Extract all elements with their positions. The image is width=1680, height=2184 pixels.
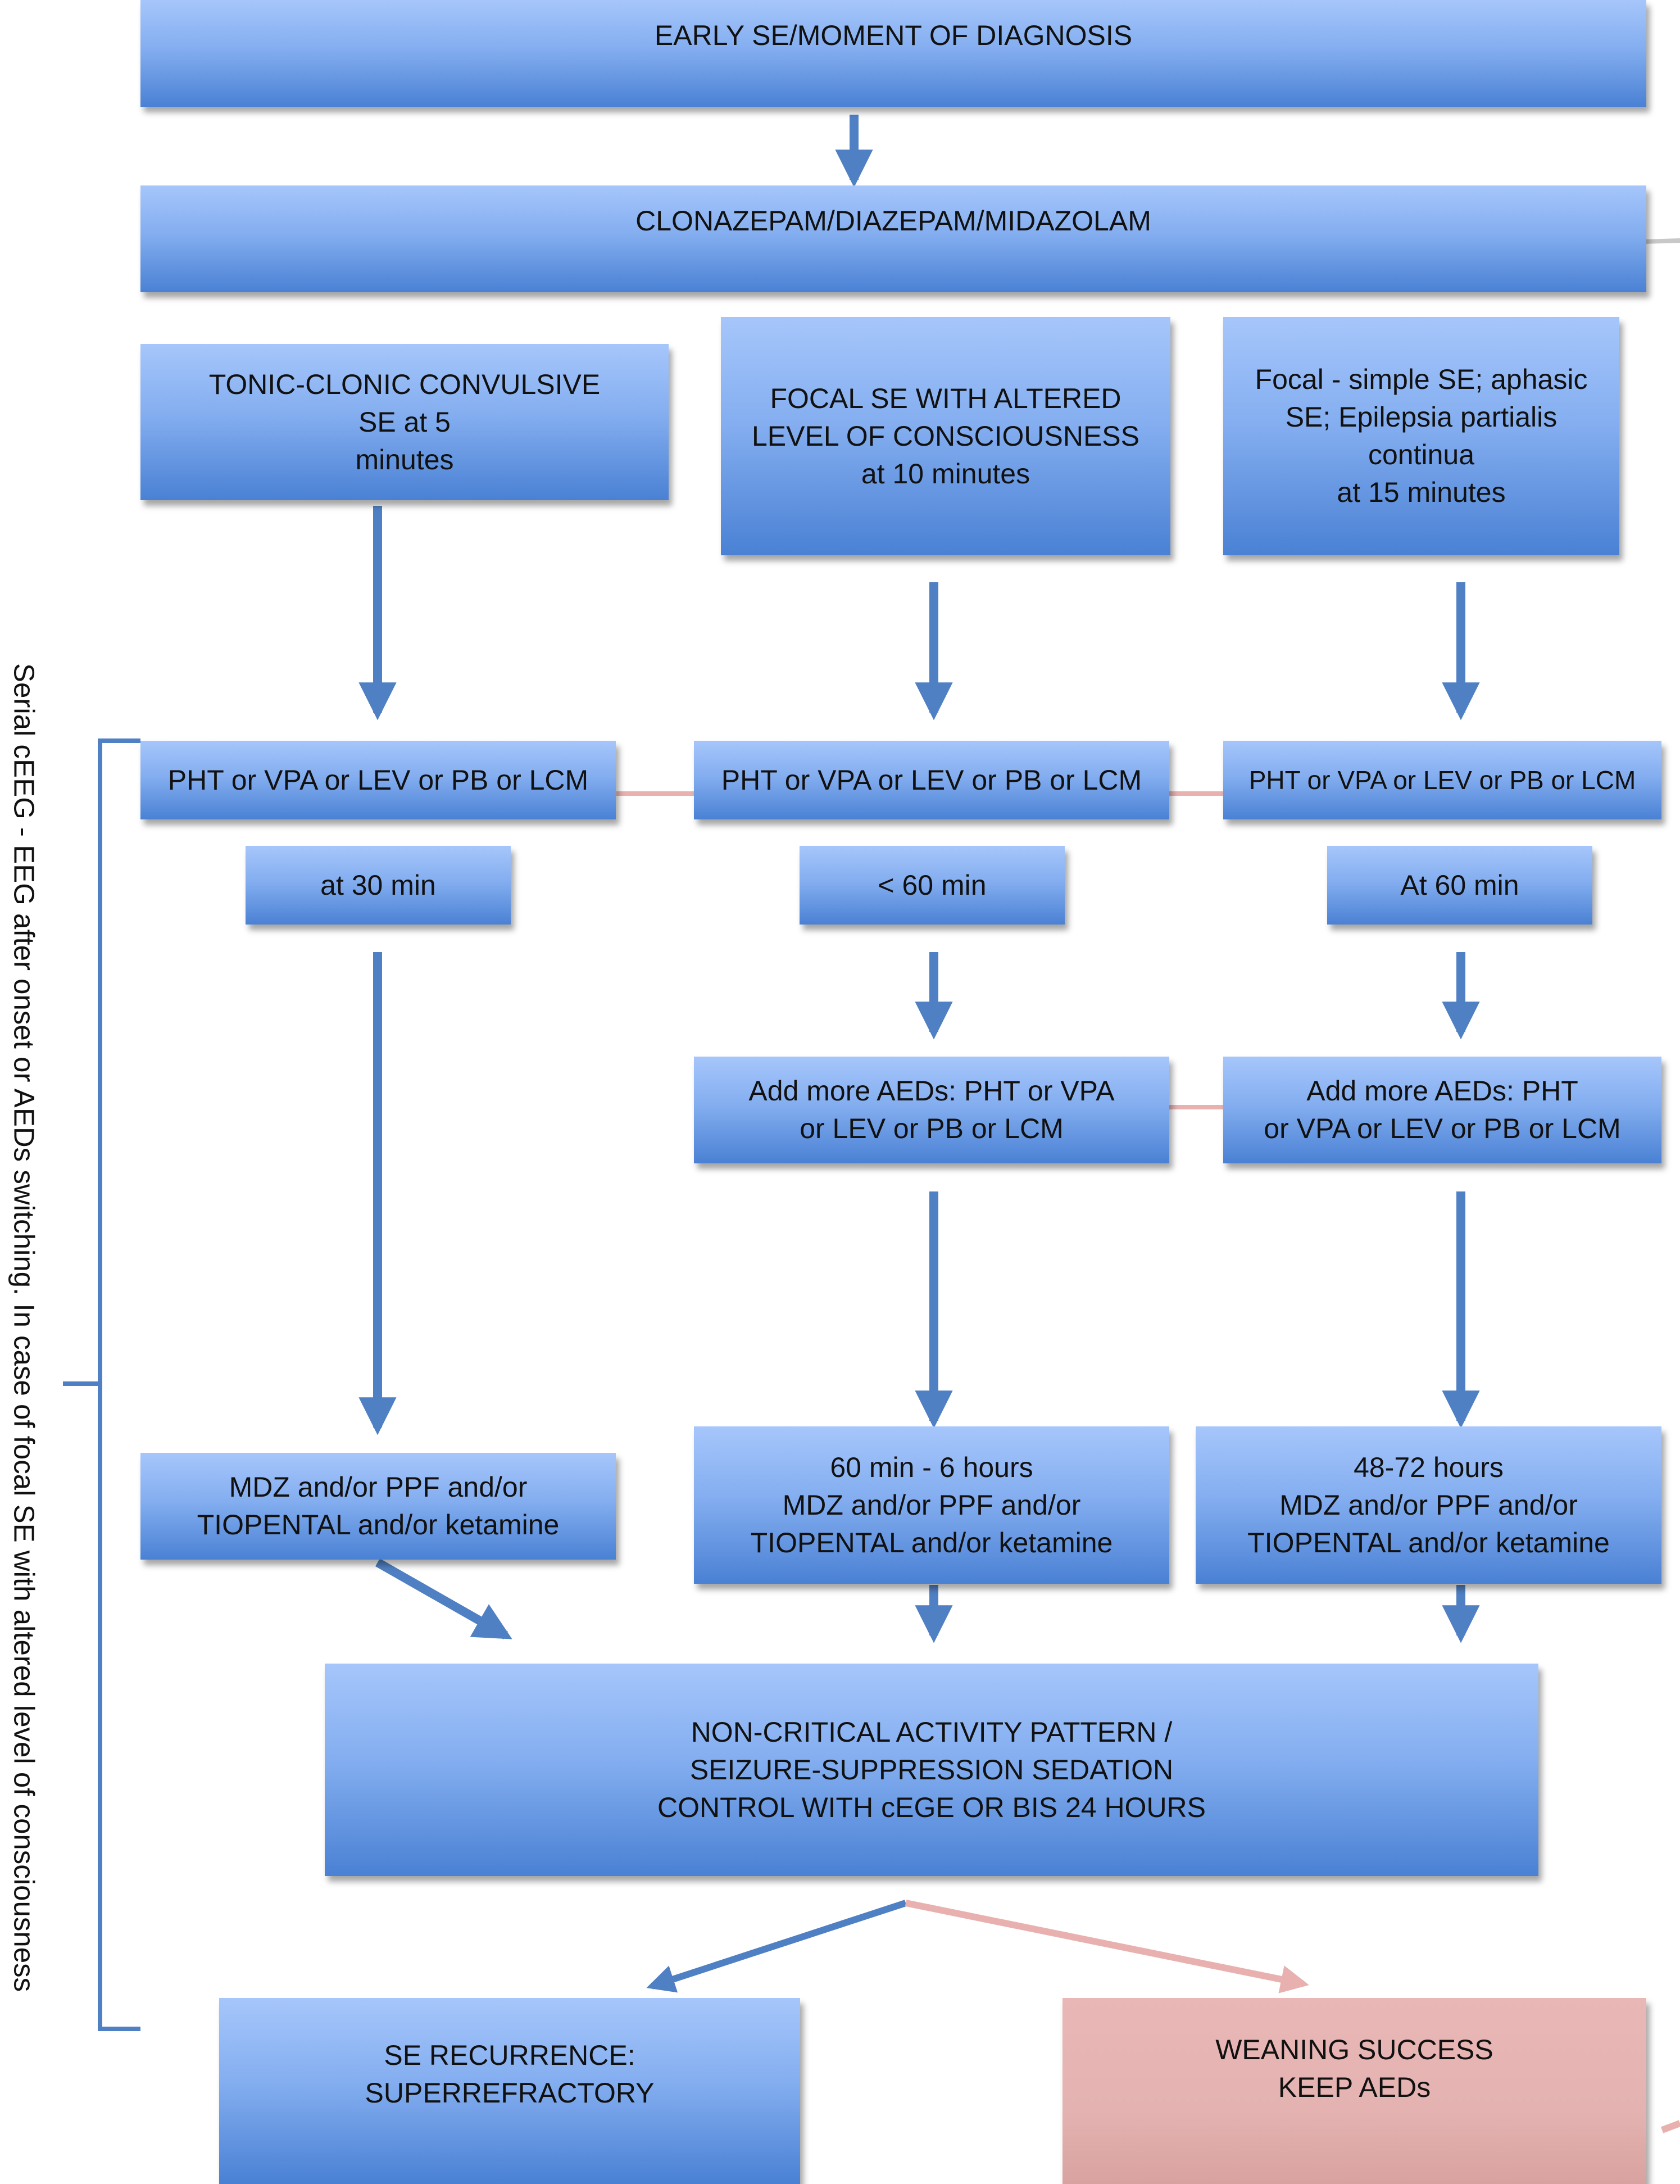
non-critical-box: NON-CRITICAL ACTIVITY PATTERN / SEIZURE-…: [325, 1664, 1538, 1876]
add-aeds-right-box: Add more AEDs: PHT or VPA or LEV or PB o…: [1223, 1057, 1661, 1163]
pink-stub-right-top: [1643, 238, 1680, 244]
focal-simple-box: Focal - simple SE; aphasic SE; Epilepsia…: [1223, 317, 1619, 555]
tonic-clonic-box: TONIC-CLONIC CONVULSIVE SE at 5 minutes: [140, 344, 669, 500]
anesthesia-middle-box: 60 min - 6 hours MDZ and/or PPF and/or T…: [694, 1426, 1169, 1584]
monitoring-note: Serial cEEG - EEG after onset or AEDs sw…: [8, 663, 40, 1992]
arrow-noncritical-to-recurrence: [646, 1900, 907, 1993]
arrow-noncritical-to-weaning: [905, 1900, 1309, 1993]
early-se-box: EARLY SE/MOMENT OF DIAGNOSIS: [140, 0, 1646, 107]
add-aeds-middle-box: Add more AEDs: PHT or VPA or LEV or PB o…: [694, 1057, 1169, 1163]
benzodiazepines-box: CLONAZEPAM/DIAZEPAM/MIDAZOLAM: [140, 185, 1646, 292]
recurrence-box: SE RECURRENCE: SUPERREFRACTORY: [219, 1998, 800, 2184]
time-30min-box: at 30 min: [246, 846, 511, 925]
anesthesia-left-box: MDZ and/or PPF and/or TIOPENTAL and/or k…: [140, 1453, 616, 1560]
aed-middle-box: PHT or VPA or LEV or PB or LCM: [694, 741, 1169, 819]
anesthesia-right-box: 48-72 hours MDZ and/or PPF and/or TIOPEN…: [1196, 1426, 1661, 1584]
aed-left-box: PHT or VPA or LEV or PB or LCM: [140, 741, 616, 819]
aed-right-box: PHT or VPA or LEV or PB or LCM: [1223, 741, 1661, 819]
weaning-box: WEANING SUCCESS KEEP AEDs: [1063, 1998, 1646, 2184]
time-at-60min-box: At 60 min: [1327, 846, 1592, 925]
arrow-anesthesia-left-to-noncritical: [375, 1558, 512, 1639]
focal-altered-box: FOCAL SE WITH ALTERED LEVEL OF CONSCIOUS…: [721, 317, 1170, 555]
monitoring-bracket: [98, 738, 140, 2031]
time-under-60min-box: < 60 min: [800, 846, 1065, 925]
pink-arrow-stub-right: [1660, 2120, 1680, 2133]
